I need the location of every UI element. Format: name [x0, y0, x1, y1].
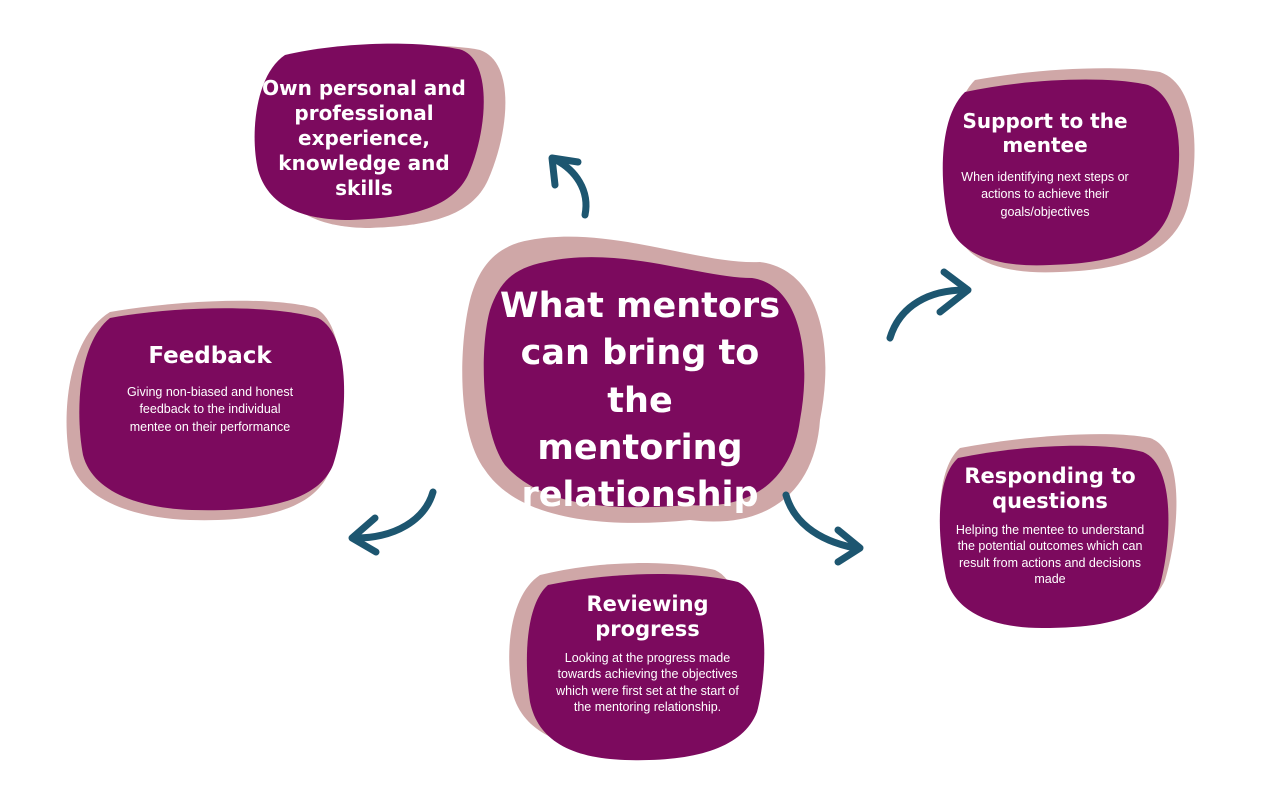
- responding-desc-line: made: [1034, 572, 1066, 587]
- reviewing-blob: [509, 563, 765, 761]
- support-blob: [942, 68, 1195, 273]
- support-title-line: Support to the: [962, 109, 1128, 133]
- responding-desc-line: Helping the mentee to understand: [955, 522, 1145, 537]
- experience-blob-fill: [254, 43, 484, 221]
- feedback-blob: [66, 300, 345, 521]
- experience-title-line: professional: [294, 101, 434, 125]
- support-desc-line: goals/objectives: [1000, 204, 1090, 219]
- experience-title-line: Own personal and: [262, 76, 466, 100]
- support-desc-line: When identifying next steps or: [961, 170, 1129, 185]
- reviewing-desc-line: towards achieving the objectives: [557, 667, 738, 682]
- feedback-desc-line: mentee on their performance: [129, 419, 291, 434]
- center-title-line: relationship: [521, 475, 759, 515]
- responding-title-line: questions: [992, 488, 1108, 513]
- experience-node: Own personal and professional experience…: [258, 76, 470, 201]
- feedback-description: Giving non-biased and honest feedback to…: [127, 384, 293, 436]
- reviewing-blob-fill: [526, 574, 765, 761]
- reviewing-node: Reviewing progress Looking at the progre…: [535, 592, 760, 716]
- responding-title-line: Responding to: [964, 464, 1136, 488]
- reviewing-desc-line: which were first set at the start of: [556, 683, 739, 698]
- reviewing-title-line: progress: [595, 616, 700, 641]
- center-title: What mentors can bring to the mentoring …: [490, 283, 790, 519]
- reviewing-title-line: Reviewing: [586, 592, 709, 616]
- curved-arrow-icon: [548, 154, 590, 219]
- support-desc-line: actions to achieve their: [981, 187, 1109, 202]
- feedback-desc-line: Giving non-biased and honest: [126, 385, 294, 400]
- support-title: Support to the mentee: [962, 109, 1128, 157]
- feedback-node: Feedback Giving non-biased and honest fe…: [100, 343, 320, 436]
- feedback-title: Feedback: [148, 343, 271, 370]
- center-blob-fill: [483, 257, 805, 508]
- reviewing-description: Looking at the progress made towards ach…: [556, 650, 739, 717]
- responding-description: Helping the mentee to understand the pot…: [956, 522, 1144, 589]
- experience-title-line: experience,: [298, 126, 430, 150]
- feedback-blob-fill: [79, 308, 345, 511]
- center-title-line: What mentors: [499, 286, 781, 326]
- responding-desc-line: result from actions and decisions: [958, 555, 1141, 570]
- responding-blob: [939, 434, 1177, 628]
- feedback-title-line: Feedback: [148, 343, 272, 369]
- curved-arrow-icon: [886, 268, 972, 342]
- experience-blob: [254, 43, 506, 229]
- support-blob-fill: [942, 79, 1180, 266]
- center-blob: [462, 236, 826, 523]
- experience-title: Own personal and professional experience…: [262, 76, 466, 201]
- support-node: Support to the mentee When identifying n…: [945, 109, 1145, 221]
- reviewing-title: Reviewing progress: [586, 592, 708, 642]
- experience-title-line: skills: [335, 176, 393, 200]
- experience-title-line: knowledge and: [278, 151, 450, 175]
- feedback-desc-line: feedback to the individual: [139, 402, 281, 417]
- curved-arrow-icon: [348, 488, 437, 556]
- responding-node: Responding to questions Helping the ment…: [940, 464, 1160, 588]
- support-description: When identifying next steps or actions t…: [961, 169, 1128, 221]
- responding-desc-line: the potential outcomes which can: [957, 539, 1143, 554]
- center-title-line: mentoring: [537, 427, 743, 468]
- center-title-line: can bring to the: [520, 333, 760, 421]
- reviewing-desc-line: Looking at the progress made: [564, 650, 731, 665]
- responding-title: Responding to questions: [964, 464, 1135, 514]
- curved-arrow-icon: [782, 491, 864, 566]
- center-title-text: What mentors can bring to the mentoring …: [490, 283, 790, 519]
- reviewing-desc-line: the mentoring relationship.: [573, 700, 722, 715]
- responding-blob-fill: [939, 445, 1169, 628]
- support-title-line: mentee: [1002, 132, 1088, 157]
